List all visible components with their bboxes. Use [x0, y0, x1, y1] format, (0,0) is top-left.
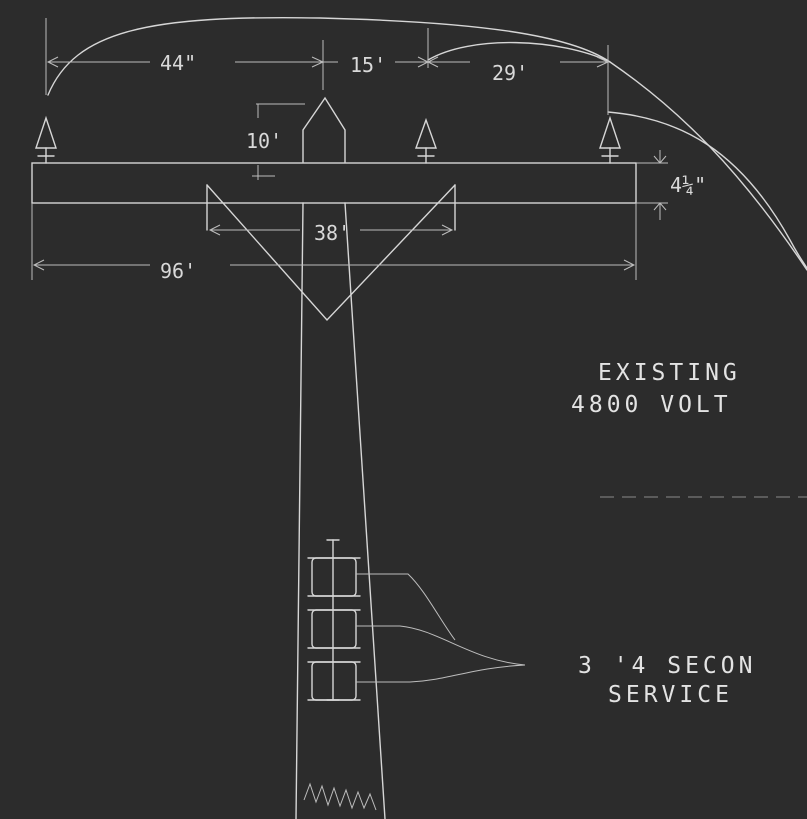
spool-insulator-1: [307, 557, 361, 597]
rise-dimension: [252, 103, 305, 180]
width-dimension: [31, 203, 637, 280]
spool-insulator-3: [307, 661, 361, 701]
pin-insulator-left: [35, 115, 57, 164]
depth-dimension: [636, 150, 668, 220]
secondary-rack: [326, 539, 340, 701]
service-conductor-3: [356, 664, 526, 683]
dim-96-label: 96': [160, 259, 196, 283]
pole-top: [302, 96, 346, 163]
ground-hatch: [303, 782, 377, 811]
conductor-arc-3: [607, 111, 807, 269]
service-label: SERVICE: [608, 682, 733, 708]
top-dimension-line: [45, 18, 610, 115]
pin-insulator-right: [599, 115, 621, 164]
v-brace: [206, 184, 456, 322]
voltage-label: 4800 VOLT: [571, 392, 732, 418]
pole-left-edge: [295, 202, 304, 819]
service-conductor-2: [356, 625, 526, 666]
dim-38-label: 38': [314, 221, 350, 245]
brace-dimension: [208, 224, 454, 236]
pin-insulator-mid: [415, 117, 437, 164]
secondary-label: 3 '4 SECON: [578, 653, 756, 679]
crossarm: [31, 162, 637, 204]
existing-label: EXISTING: [598, 360, 741, 386]
dim-15-label: 15': [350, 53, 386, 77]
dim-10-label: 10': [246, 129, 282, 153]
dim-4-quarter-label: 4¼": [670, 173, 706, 197]
dim-44-label: 44": [160, 51, 196, 75]
dim-29-label: 29': [492, 61, 528, 85]
conductor-arc-2: [427, 41, 611, 63]
spool-insulator-2: [307, 609, 361, 649]
service-conductor-1: [356, 573, 456, 641]
pole-right-edge: [344, 202, 386, 819]
